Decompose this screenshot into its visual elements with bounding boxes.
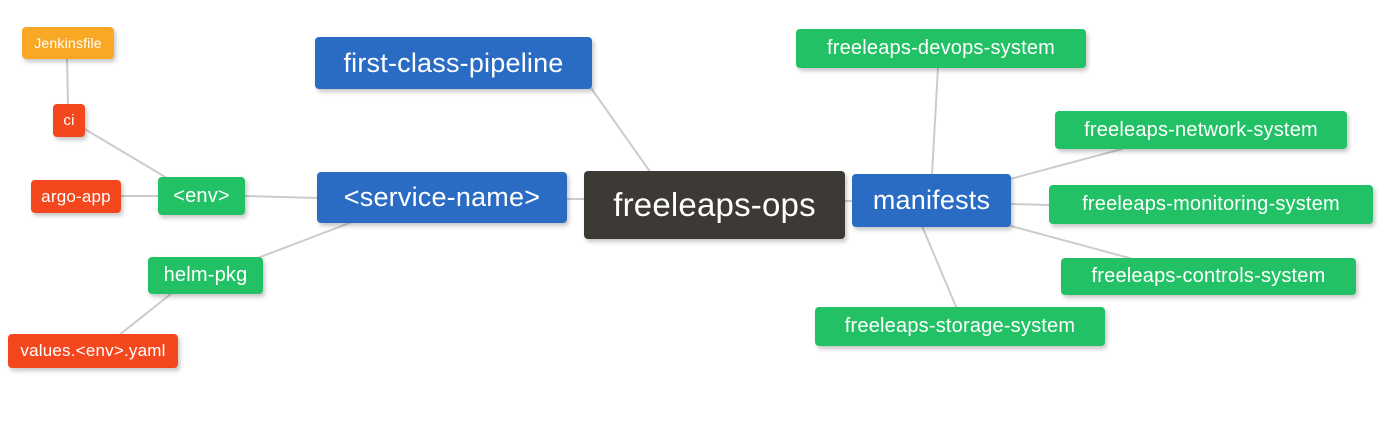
edge-manifests-to-freeleaps-controls-system	[1010, 225, 1134, 260]
node-freeleaps-controls-system[interactable]: freeleaps-controls-system	[1061, 258, 1356, 295]
node-helm-pkg[interactable]: helm-pkg	[148, 257, 263, 294]
node-env[interactable]: <env>	[158, 177, 245, 215]
edge-ci-to-env	[82, 127, 173, 182]
edge-env-to-service-name	[244, 195, 319, 199]
node-values-env-yaml[interactable]: values.<env>.yaml	[8, 334, 178, 368]
edge-manifests-to-freeleaps-devops-system	[931, 66, 939, 176]
edge-manifests-to-freeleaps-storage-system	[921, 225, 958, 310]
node-first-class-pipeline[interactable]: first-class-pipeline	[315, 37, 592, 89]
edge-manifests-to-freeleaps-monitoring-system	[1009, 203, 1051, 206]
node-freeleaps-monitoring-system[interactable]: freeleaps-monitoring-system	[1049, 185, 1373, 224]
node-argo-app[interactable]: argo-app	[31, 180, 121, 213]
node-freeleaps-devops-system[interactable]: freeleaps-devops-system	[796, 29, 1086, 68]
node-manifests[interactable]: manifests	[852, 174, 1011, 227]
edge-manifests-to-freeleaps-network-system	[1009, 148, 1123, 180]
edge-jenkinsfile-to-ci	[66, 57, 69, 107]
edge-helm-pkg-to-values-env-yaml	[117, 292, 173, 337]
node-service-name[interactable]: <service-name>	[317, 172, 567, 223]
node-jenkinsfile[interactable]: Jenkinsfile	[22, 27, 114, 59]
node-freeleaps-storage-system[interactable]: freeleaps-storage-system	[815, 307, 1105, 346]
node-freeleaps-ops[interactable]: freeleaps-ops	[584, 171, 845, 239]
edge-service-name-to-helm-pkg	[249, 221, 353, 262]
node-freeleaps-network-system[interactable]: freeleaps-network-system	[1055, 111, 1347, 149]
node-ci[interactable]: ci	[53, 104, 85, 137]
edge-first-class-pipeline-to-freeleaps-ops	[590, 87, 652, 174]
